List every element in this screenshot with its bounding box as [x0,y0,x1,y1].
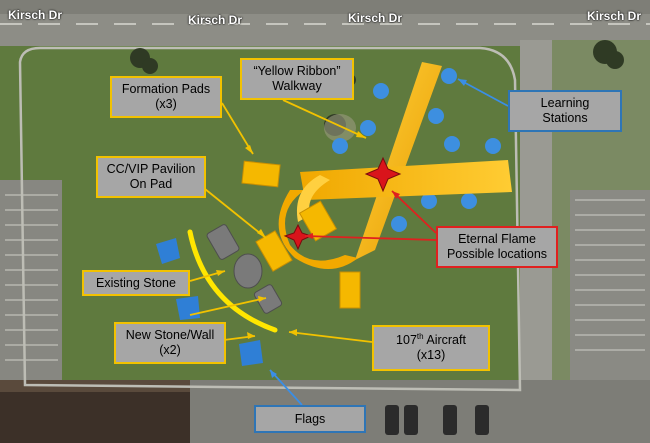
callout-eternal-flame-line2: Possible locations [446,247,548,261]
callout-aircraft-ordinal: th [416,331,424,341]
callout-aircraft-number: 107 [396,333,417,347]
new-stone-1 [206,224,240,260]
callout-learning-stations: Learning Stations [508,90,622,132]
learning-stations [332,68,501,232]
callout-existing-stone: Existing Stone [82,270,190,296]
callout-aircraft-word: Aircraft [423,333,466,347]
callout-formation-pads-line2: (x3) [155,97,177,111]
callout-yellow-ribbon: “Yellow Ribbon” Walkway [240,58,354,100]
callout-learning-stations-line1: Learning [540,96,590,110]
flag-1 [156,238,180,264]
learning-station-7 [485,138,501,154]
aircraft-arc-wall [187,229,278,333]
callout-new-stone: New Stone/Wall (x2) [114,322,226,364]
callout-yellow-ribbon-line1: “Yellow Ribbon” [253,64,341,78]
learning-station-4 [360,120,376,136]
learning-station-2 [441,68,457,84]
pavilion-pad [255,230,293,272]
parked-cars [385,405,489,435]
learning-station-3 [428,108,444,124]
eternal-flame-markers [283,156,402,251]
callout-aircraft: 107th Aircraft (x13) [372,325,490,371]
callout-arrows [189,99,373,343]
learning-station-1 [373,83,389,99]
callout-formation-pads: Formation Pads (x3) [110,76,222,118]
road-label-kirsch-3: Kirsch Dr [348,11,403,25]
formation-pad-2 [298,200,338,242]
callout-new-stone-line2: (x2) [159,343,181,357]
flags [156,238,263,366]
callout-existing-stone-line1: Existing Stone [96,275,176,290]
callout-learning-stations-line2: Stations [542,111,588,125]
formation-pad-3 [339,271,361,309]
callout-pavilion-line2: On Pad [129,177,173,191]
callout-pavilion-line1: CC/VIP Pavilion [106,162,196,176]
flag-3 [239,340,263,366]
callout-new-stone-line1: New Stone/Wall [125,328,215,342]
new-stone-2 [253,284,283,314]
callout-aircraft-line1: 107th Aircraft [396,331,466,348]
learning-station-9 [461,193,477,209]
callout-yellow-ribbon-line2: Walkway [272,79,322,93]
road-label-kirsch-1: Kirsch Dr [8,8,63,22]
callout-aircraft-line2: (x13) [416,348,446,362]
learning-station-10 [391,216,407,232]
formation-pad-1 [241,160,281,188]
callout-flags-line1: Flags [294,411,326,426]
callout-eternal-flame-line1: Eternal Flame [458,232,536,246]
road-label-kirsch-2: Kirsch Dr [188,13,243,27]
learning-station-6 [444,136,460,152]
callout-flags: Flags [254,405,366,433]
callout-pavilion: CC/VIP Pavilion On Pad [96,156,206,198]
perimeter-sidewalk [18,46,522,392]
flame-marker-2 [283,223,313,251]
formation-pads [241,160,361,309]
learning-station-5 [332,138,348,154]
parking-lot-left [0,180,62,380]
flag-2 [176,296,200,320]
road-label-kirsch-4: Kirsch Dr [587,9,642,23]
learning-station-8 [421,193,437,209]
callout-eternal-flame: Eternal Flame Possible locations [436,226,558,268]
existing-stone [233,253,263,289]
flame-marker-1 [364,156,402,193]
callout-formation-pads-line1: Formation Pads [121,82,211,96]
